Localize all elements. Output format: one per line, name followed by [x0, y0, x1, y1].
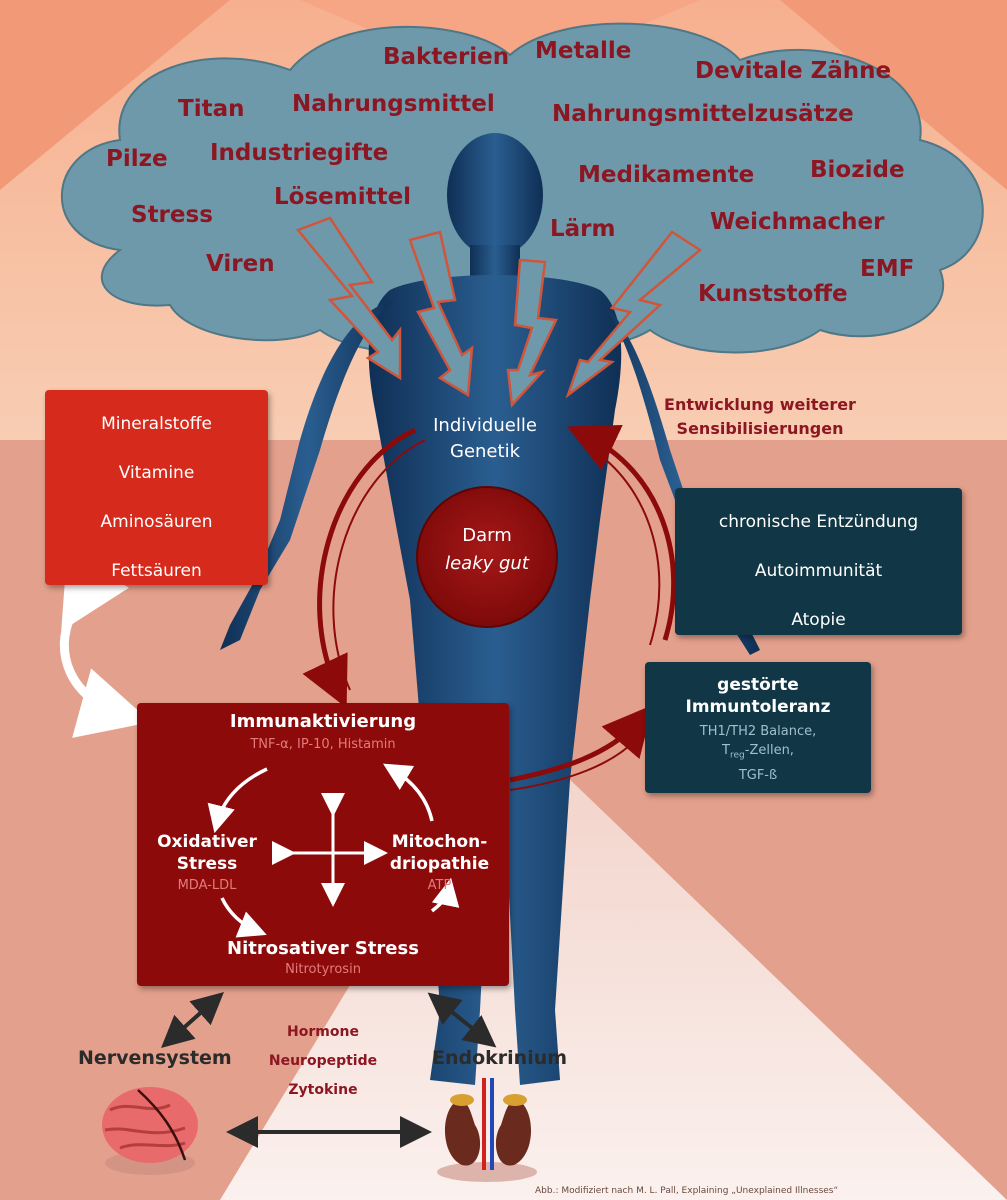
immune-tolerance-box: gestörte Immuntoleranz TH1/TH2 Balance, …	[645, 662, 871, 793]
four-way-arrow	[272, 793, 388, 907]
messengers-list: Hormone Neuropeptide Zytokine	[258, 1018, 388, 1105]
gut-label: Darm leaky gut	[417, 522, 557, 578]
cloud-word-metalle: Metalle	[535, 38, 632, 64]
immune-cycle-box: Immunaktivierung TNF-α, IP-10, Histamin …	[137, 703, 509, 986]
sensitization-line-2: Sensibilisierungen	[676, 419, 844, 438]
mitochondriopathy-label: Mitochon- driopathie ATP	[377, 831, 502, 897]
treg-letter: T	[722, 743, 730, 758]
cloud-word-kunststoffe: Kunststoffe	[698, 281, 848, 307]
cloud-word-medikamente: Medikamente	[578, 162, 755, 188]
nitrosative-marker: Nitrotyrosin	[285, 962, 361, 977]
endocrine-illustration	[437, 1078, 537, 1182]
endocrine-label: Endokrinium	[432, 1047, 568, 1069]
cloud-word-nahrungsmittel: Nahrungsmittel	[292, 91, 495, 117]
genetics-line-2: Genetik	[450, 441, 520, 462]
system-link-arrows	[161, 992, 497, 1148]
cloud-word-nahrungsmittelzusaetze: Nahrungsmittelzusätze	[552, 101, 854, 127]
genetics-line-1: Individuelle	[433, 415, 537, 436]
tolerance-detail-th: TH1/TH2 Balance,	[699, 724, 817, 739]
oxidative-line-2: Stress	[176, 854, 238, 874]
messenger-item: Zytokine	[288, 1082, 358, 1098]
immune-activation-markers: TNF-α, IP-10, Histamin	[250, 737, 396, 752]
gut-circle	[416, 486, 558, 628]
sensitization-label: Entwicklung weiterer Sensibilisierungen	[640, 393, 880, 441]
cloud-word-viren: Viren	[206, 251, 275, 277]
messenger-item: Hormone	[287, 1024, 359, 1040]
disease-item: Atopie	[791, 610, 846, 630]
tolerance-title-1: gestörte	[717, 675, 799, 695]
treg-rest: -Zellen,	[744, 743, 794, 758]
tolerance-detail-treg: Treg-Zellen,	[645, 741, 871, 766]
genetics-label: Individuelle Genetik	[410, 413, 560, 465]
tolerance-detail-tgf: TGF-ß	[738, 767, 778, 783]
treg-subscript: reg	[729, 750, 745, 761]
gut-title: Darm	[462, 525, 512, 546]
feedback-arrows	[302, 425, 677, 791]
cloud-word-stress: Stress	[131, 202, 213, 228]
nutrient-item: Aminosäuren	[100, 512, 213, 532]
sensitization-line-1: Entwicklung weiterer	[664, 395, 856, 414]
mito-line-2: driopathie	[389, 854, 490, 874]
immune-activation-title: Immunaktivierung	[229, 711, 417, 732]
disease-item: Autoimmunität	[754, 561, 883, 581]
cloud-word-biozide: Biozide	[810, 157, 905, 183]
oxidative-marker: MDA-LDL	[177, 878, 237, 893]
nutrient-item: Vitamine	[118, 463, 195, 483]
mito-line-1: Mitochon-	[391, 832, 488, 852]
cloud-word-titan: Titan	[178, 96, 245, 122]
oxidative-stress-label: Oxidativer Stress MDA-LDL	[147, 831, 267, 897]
citation: Abb.: Modifiziert nach M. L. Pall, Expla…	[535, 1186, 839, 1196]
cloud-word-bakterien: Bakterien	[383, 44, 510, 70]
nutrient-item: Fettsäuren	[111, 561, 202, 581]
nutrient-item: Mineralstoffe	[101, 414, 212, 434]
mito-marker: ATP	[427, 878, 452, 893]
cloud-word-loesemittel: Lösemittel	[274, 184, 412, 210]
light-ray-left	[0, 0, 230, 190]
cycle-arrows	[207, 763, 460, 938]
cloud-word-emf: EMF	[860, 256, 915, 282]
cloud-word-industriegifte: Industriegifte	[210, 140, 389, 166]
leaky-gut-label: leaky gut	[445, 553, 529, 574]
diseases-box: chronische Entzündung Autoimmunität Atop…	[675, 488, 962, 635]
cloud-word-devitale-zaehne: Devitale Zähne	[695, 58, 892, 84]
cloud-word-laerm: Lärm	[550, 216, 616, 242]
nutrient-exchange-arrow	[59, 550, 152, 738]
oxidative-line-1: Oxidativer	[157, 832, 257, 852]
light-ray-top	[300, 0, 700, 60]
nitrosative-stress-title: Nitrosativer Stress	[227, 938, 419, 959]
brain-illustration	[102, 1087, 198, 1175]
nutrients-box: Mineralstoffe Vitamine Aminosäuren Fetts…	[45, 390, 268, 585]
lightning-bolts	[295, 216, 703, 408]
cloud-word-pilze: Pilze	[106, 146, 168, 172]
nervous-system-label: Nervensystem	[78, 1047, 232, 1069]
tolerance-details: TH1/TH2 Balance, Treg-Zellen, TGF-ß	[645, 722, 871, 785]
tolerance-title-2: Immuntoleranz	[685, 697, 831, 717]
disease-item: chronische Entzündung	[718, 512, 919, 532]
messenger-item: Neuropeptide	[268, 1053, 378, 1069]
cloud-word-weichmacher: Weichmacher	[710, 209, 885, 235]
